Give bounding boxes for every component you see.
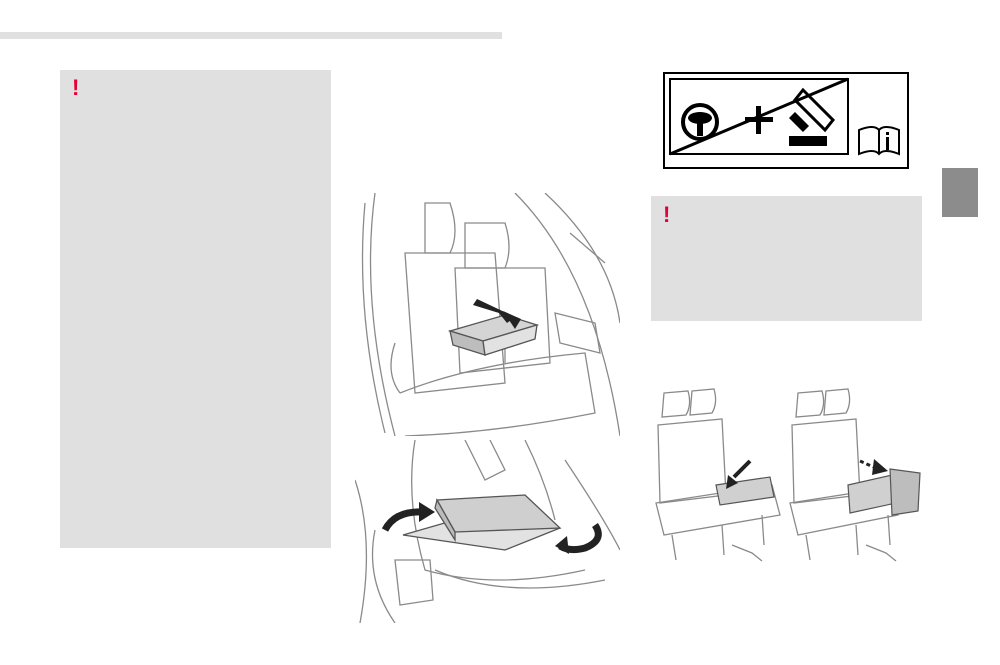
warning-exclamation-icon: ! <box>663 202 671 227</box>
warning-panel-right: ! <box>651 196 922 321</box>
child-seat-airbag-warning-label <box>663 72 909 169</box>
seat-table-illustration-bottom <box>355 440 620 623</box>
folding-table-open <box>402 494 562 551</box>
rotate-arrow-icon <box>381 502 602 554</box>
chapter-tab <box>942 168 978 217</box>
push-arrow-icon <box>726 459 888 489</box>
seat-cushion-dark <box>715 468 921 516</box>
rear-bench-illustration <box>652 385 922 568</box>
folding-table <box>447 299 540 356</box>
warning-panel-left: ! <box>60 70 331 548</box>
rear-facing-child-seat-icon <box>789 87 836 146</box>
plus-icon <box>745 106 773 134</box>
steering-wheel-icon <box>681 103 719 141</box>
header-rule <box>0 32 502 39</box>
warning-exclamation-icon: ! <box>72 75 80 100</box>
handbook-info-icon <box>858 126 900 156</box>
seat-table-illustration-top <box>355 193 620 436</box>
